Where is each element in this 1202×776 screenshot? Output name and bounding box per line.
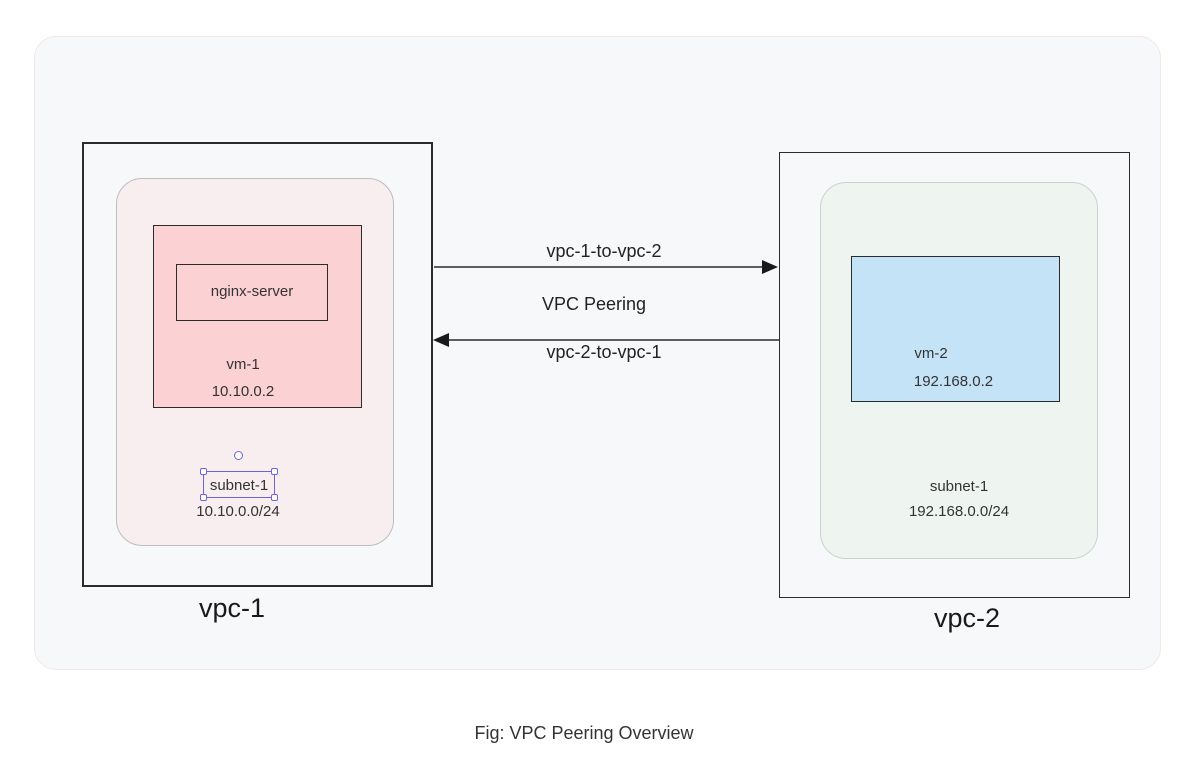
subnet-1-selection-box[interactable] — [203, 471, 275, 498]
forward-arrowhead-icon — [762, 260, 778, 274]
reverse-arrowhead-icon — [433, 333, 449, 347]
vpc-2-label: vpc-2 — [933, 603, 1001, 633]
vm-1-name: vm-1 — [226, 356, 260, 373]
peering-title: VPC Peering — [541, 294, 647, 314]
vpc-1-box[interactable] — [82, 142, 433, 587]
nginx-server-label: nginx-server — [210, 283, 294, 300]
vm-2-name: vm-2 — [914, 345, 948, 362]
vpc-2-subnet-cidr: 192.168.0.0/24 — [908, 503, 1010, 520]
resize-handle-icon[interactable] — [200, 468, 207, 475]
vm-1-ip: 10.10.0.2 — [211, 383, 275, 400]
nginx-server-box[interactable] — [176, 264, 328, 321]
vpc-1-subnet-cidr: 10.10.0.0/24 — [196, 503, 280, 520]
forward-peering-label: vpc-1-to-vpc-2 — [546, 241, 662, 261]
vm-2-ip: 192.168.0.2 — [913, 373, 994, 390]
reverse-peering-label: vpc-2-to-vpc-1 — [546, 342, 662, 362]
resize-handle-icon[interactable] — [271, 468, 278, 475]
vpc-2-subnet-name: subnet-1 — [929, 478, 989, 495]
resize-handle-icon[interactable] — [200, 494, 207, 501]
resize-handle-icon[interactable] — [271, 494, 278, 501]
rotate-handle-icon[interactable] — [234, 451, 243, 460]
vm-2-box[interactable] — [851, 256, 1060, 402]
vpc-2-box[interactable] — [779, 152, 1130, 598]
vpc-1-subnet-name: subnet-1 — [209, 477, 269, 494]
vpc-1-label: vpc-1 — [198, 593, 266, 623]
figure-caption: Fig: VPC Peering Overview — [474, 723, 694, 743]
